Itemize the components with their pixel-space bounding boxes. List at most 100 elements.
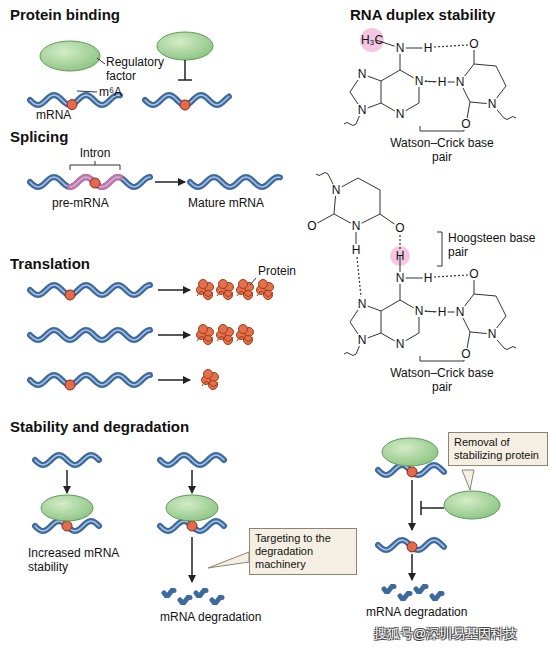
degraded-fragment	[180, 597, 190, 602]
m6a-dot	[407, 542, 417, 552]
protein-blob	[219, 325, 228, 334]
protein-blob	[199, 280, 208, 289]
atom-label: H₃C	[360, 34, 384, 46]
m6a-dot	[62, 521, 72, 531]
atom-label: O	[468, 38, 479, 50]
generated-strands	[30, 95, 444, 603]
strand-label: pre-mRNA	[52, 196, 109, 210]
degraded-fragment	[384, 586, 394, 591]
atom-label: O	[306, 220, 317, 232]
watermark: 搜狐号@深圳易基因科技	[374, 627, 517, 641]
protein-chain	[217, 291, 233, 296]
atom-label: N	[487, 328, 498, 340]
mrna-highlight	[30, 375, 150, 385]
mrna-strand	[190, 177, 280, 187]
atom-label: N	[414, 75, 425, 87]
mrna-strand	[30, 177, 150, 187]
atom-label: N	[351, 220, 362, 232]
callout-box: Removal of stabilizing protein	[448, 432, 548, 466]
degraded-fragment	[416, 586, 426, 591]
protein-chain	[237, 291, 253, 296]
mrna-highlight	[30, 177, 150, 187]
protein-blob	[239, 325, 248, 334]
leader-lines	[70, 58, 464, 361]
protein-chain	[197, 336, 213, 341]
m6a-dot	[90, 178, 100, 188]
section-heading: Translation	[10, 255, 90, 273]
mrna-highlight	[30, 285, 150, 295]
protein-blob	[259, 280, 268, 289]
atom-label: N	[395, 272, 406, 284]
atom-label: N	[455, 76, 466, 88]
atom-label: H	[423, 42, 434, 54]
m6a-dot	[180, 100, 190, 110]
atom-label: H	[395, 250, 406, 262]
pair-label: Hoogsteen base pair	[448, 231, 538, 259]
strand-label: mRNA	[36, 108, 71, 122]
atom-label: H	[423, 272, 434, 284]
mrna-highlight	[35, 455, 99, 465]
section-heading: Protein binding	[10, 6, 120, 24]
degraded-fragment	[432, 593, 442, 598]
mrna-highlight	[30, 330, 150, 340]
degraded-fragment	[196, 590, 206, 595]
outcome-label: mRNA degradation	[366, 605, 467, 619]
mrna-strand	[35, 521, 99, 531]
atom-label: N	[414, 305, 425, 317]
m6a-dot	[407, 467, 417, 477]
atom-label: N	[331, 184, 342, 196]
section-heading: Splicing	[10, 128, 68, 146]
atom-label: N	[357, 104, 368, 116]
hydrogen-bonds	[357, 45, 468, 312]
pair-label: Watson–Crick base pair	[385, 136, 499, 164]
mrna-highlight	[160, 455, 224, 465]
atom-label: N	[395, 108, 406, 120]
strand-label: Mature mRNA	[188, 196, 264, 210]
mrna-strand	[160, 455, 224, 465]
regulatory-factors	[40, 32, 500, 521]
section-heading: Stability and degradation	[10, 418, 189, 436]
modification-label: m⁶A	[99, 85, 122, 99]
protein-chain	[202, 381, 218, 386]
atom-label: O	[394, 222, 405, 234]
atom-label: N	[357, 68, 368, 80]
mrna-strand	[30, 375, 150, 385]
protein-blob	[199, 325, 208, 334]
atom-label: N	[395, 42, 406, 54]
atom-label: N	[357, 298, 368, 310]
atom-label: H	[437, 306, 448, 318]
mrna-strand	[35, 455, 99, 465]
degraded-fragment	[400, 593, 410, 598]
mrna-highlight	[70, 177, 120, 187]
atom-label: N	[357, 334, 368, 346]
mrna-strand	[30, 285, 150, 295]
outcome-label: mRNA degradation	[160, 610, 261, 624]
section-heading: RNA duplex stability	[350, 6, 495, 24]
arrows	[67, 60, 444, 582]
atom-label: O	[468, 268, 479, 280]
m6a-dot	[65, 380, 75, 390]
degraded-fragment	[164, 590, 174, 595]
atom-label: N	[395, 338, 406, 350]
callout-text: Targeting to the degradation machinery	[255, 532, 351, 571]
callout-box: Targeting to the degradation machinery	[249, 528, 357, 575]
mrna-strand	[30, 330, 150, 340]
mrna-strand	[70, 177, 120, 187]
outcome-label: Increased mRNA stability	[28, 546, 140, 574]
mrna-strand	[160, 521, 224, 531]
mrna-highlight	[190, 177, 280, 187]
atom-label: O	[460, 348, 471, 360]
factor-label: Regulatory factor	[106, 55, 176, 83]
atom-label: N	[487, 98, 498, 110]
protein-chain	[237, 336, 253, 341]
mrna-highlight	[35, 521, 99, 531]
protein-blob	[204, 370, 213, 379]
intron-label: Intron	[80, 146, 111, 160]
m6a-dot	[187, 521, 197, 531]
atom-label: N	[455, 306, 466, 318]
chemical-structures	[312, 40, 516, 356]
atom-label: O	[460, 118, 471, 130]
atom-label: H	[437, 76, 448, 88]
protein-blob	[239, 280, 248, 289]
protein-label: Protein	[258, 264, 296, 278]
